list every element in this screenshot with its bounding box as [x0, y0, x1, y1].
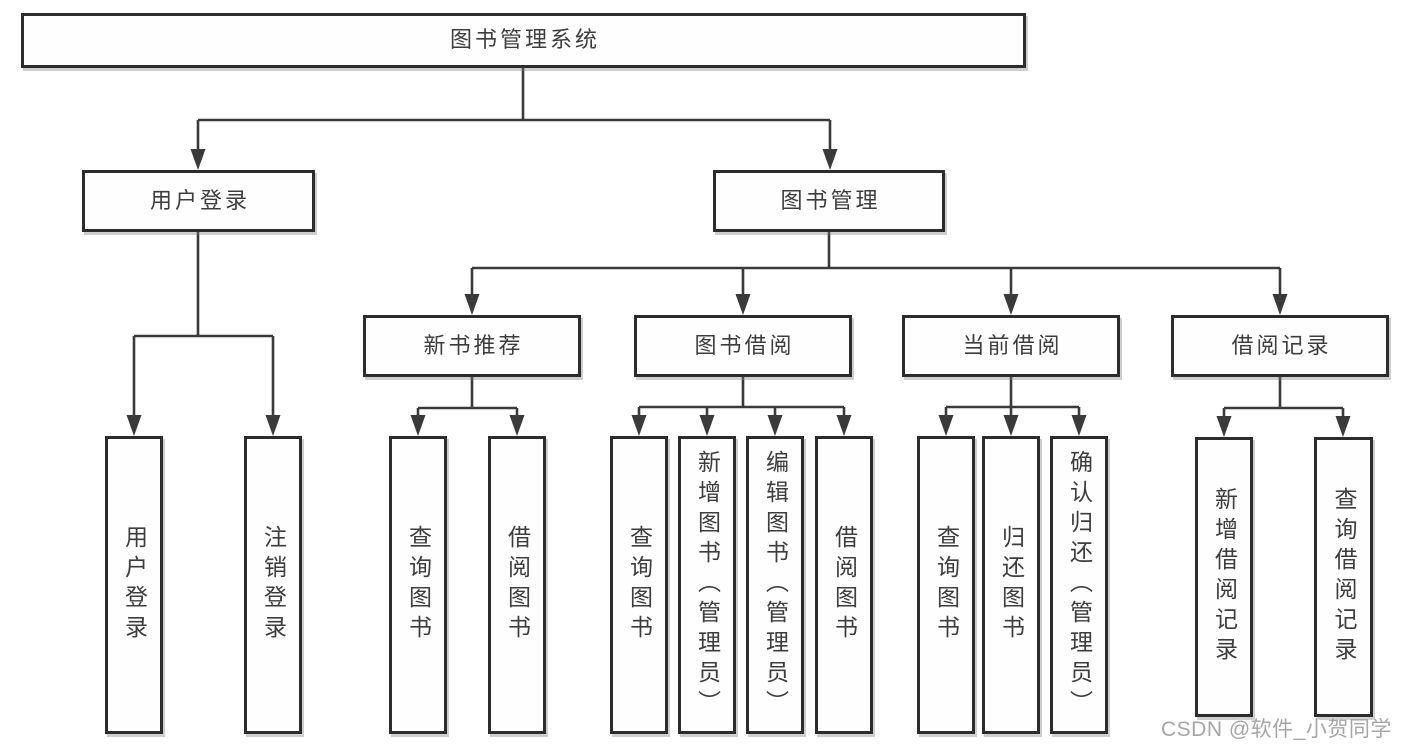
- leaf-user-login: 用户登录: [105, 436, 163, 734]
- node-book-borrowing: 图书借阅: [634, 315, 852, 377]
- leaf-label: 编辑图书（管理员）: [762, 450, 789, 720]
- node-borrowing-records: 借阅记录: [1171, 315, 1389, 377]
- leaf-label: 确认归还（管理员）: [1066, 450, 1093, 720]
- leaf-label: 查询借阅记录: [1331, 487, 1357, 667]
- node-current-borrowing: 当前借阅: [902, 315, 1120, 377]
- leaf-records-query-record: 查询借阅记录: [1314, 437, 1373, 717]
- node-label: 当前借阅: [962, 332, 1063, 358]
- leaf-logout: 注销登录: [244, 436, 302, 734]
- leaf-current-return-books: 归还图书: [982, 436, 1040, 734]
- leaf-borrow-borrow-books: 借阅图书: [815, 436, 873, 734]
- node-label: 图书管理系统: [449, 27, 600, 53]
- leaf-current-query-books: 查询图书: [917, 436, 975, 734]
- node-label: 图书管理: [780, 187, 881, 213]
- node-label: 借阅记录: [1231, 332, 1332, 358]
- leaf-newrec-borrow-books: 借阅图书: [488, 436, 546, 734]
- leaf-label: 用户登录: [121, 525, 148, 645]
- node-label: 新书推荐: [423, 332, 524, 358]
- leaf-newrec-query-books: 查询图书: [389, 436, 447, 734]
- leaf-records-add-record: 新增借阅记录: [1195, 437, 1253, 717]
- leaf-borrow-edit-books-admin: 编辑图书（管理员）: [746, 436, 804, 734]
- node-label: 图书借阅: [694, 332, 795, 358]
- leaf-borrow-add-books-admin: 新增图书（管理员）: [678, 436, 736, 734]
- leaf-label: 借阅图书: [504, 525, 531, 645]
- leaf-label: 新增图书（管理员）: [694, 450, 721, 720]
- leaf-current-confirm-return-admin: 确认归还（管理员）: [1050, 436, 1108, 734]
- node-user-login: 用户登录: [82, 170, 315, 232]
- leaf-borrow-query-books: 查询图书: [610, 436, 668, 734]
- leaf-label: 新增借阅记录: [1211, 487, 1238, 667]
- leaf-label: 查询图书: [405, 525, 432, 645]
- leaf-label: 归还图书: [998, 525, 1025, 645]
- leaf-label: 查询图书: [933, 525, 960, 645]
- node-book-management: 图书管理: [713, 170, 945, 232]
- csdn-watermark: CSDN @软件_小贺同学: [1161, 718, 1392, 741]
- node-new-book-recommendation: 新书推荐: [363, 315, 581, 377]
- node-library-management-system: 图书管理系统: [21, 13, 1026, 68]
- leaf-label: 借阅图书: [831, 525, 858, 645]
- node-label: 用户登录: [149, 187, 250, 213]
- leaf-label: 查询图书: [626, 525, 653, 645]
- leaf-label: 注销登录: [260, 525, 287, 645]
